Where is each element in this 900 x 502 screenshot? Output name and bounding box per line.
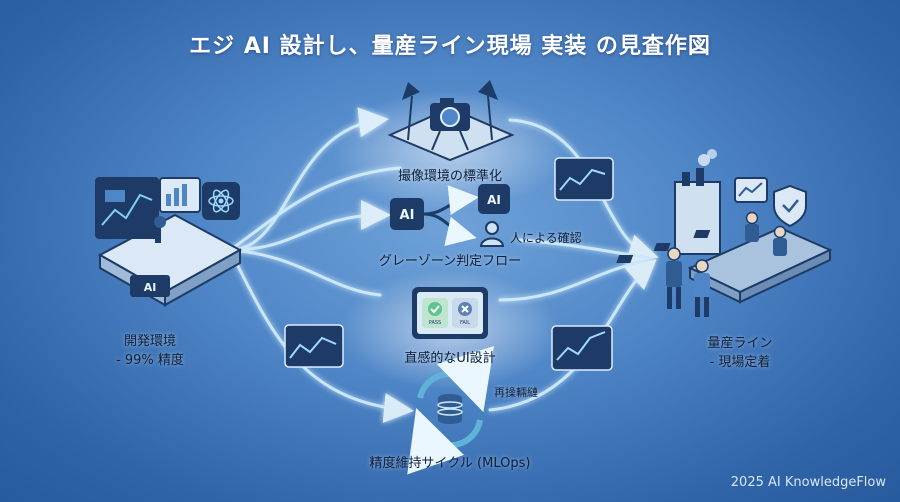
light-right-icon [478,80,498,100]
worker-icon [666,247,682,309]
tablet-ui-illustration [412,287,488,339]
ai-badge-right-box [478,184,510,214]
chart-card-lower-left [284,324,344,368]
chart-card-lower-right [551,325,613,371]
chart-card-upper-right [554,157,614,201]
step-mlops-label: 精度維持サイクル (MLOps) [369,456,531,471]
ai-badge-left: AI [400,208,415,223]
step-ui-label: 直感的なUI設計 [404,351,496,366]
light-left-icon [402,82,420,100]
prod-label-line2: - 現場定着 [709,355,771,370]
database-icon [437,394,463,424]
dev-environment-illustration [95,177,243,307]
production-line-label: 量産ライン - 現場定着 [680,332,800,370]
grayzone-flow-illustration [390,184,510,247]
shield-check-icon [773,184,807,228]
flow-to-imaging [228,107,389,252]
ai-badge-right: AI [487,193,501,207]
flow-to-grayzone [228,200,391,252]
flow-from-grayzone [518,238,652,260]
mlops-cycle-illustration [407,345,494,475]
worker-icon [745,211,759,242]
flow-to-ui [228,248,382,297]
production-line-illustration [616,149,833,317]
step-imaging-label: 撮像環境の標準化 [397,169,502,184]
monitor-icon [95,177,159,239]
footer-credit: 2025 AI KnowledgeFlow [730,475,886,490]
fail-label: FAIL [460,320,470,326]
person-icon [479,221,505,247]
imaging-station-illustration [387,80,515,162]
check-icon [428,302,442,316]
dev-label-line2: - 99% 精度 [116,353,184,368]
factory-chart-icon [734,177,768,203]
worker-icon [773,225,787,256]
worker-icon [694,259,710,317]
prod-label-line1: 量産ライン [707,336,773,351]
step-retrain-label: 再操輛縺 [494,386,538,399]
dev-label-line1: 開発環境 [123,334,176,349]
page-title: エジ AI 設計し、量産ライン現場 実装 の見査作図 [189,34,711,59]
step-human-check-label: 人による確認 [510,231,582,245]
pass-label: PASS [429,320,441,326]
flow-branch-a [228,166,402,252]
ai-chip-label: AI [144,281,157,294]
microscope-icon [154,216,166,243]
factory-building [674,181,721,255]
ai-badge-left-box [390,198,424,230]
dev-environment-label: 開発環境 - 99% 精度 [110,330,190,368]
ai-chip-icon [130,275,170,297]
step-grayzone-label: グレーゾーン判定フロー [378,254,522,269]
